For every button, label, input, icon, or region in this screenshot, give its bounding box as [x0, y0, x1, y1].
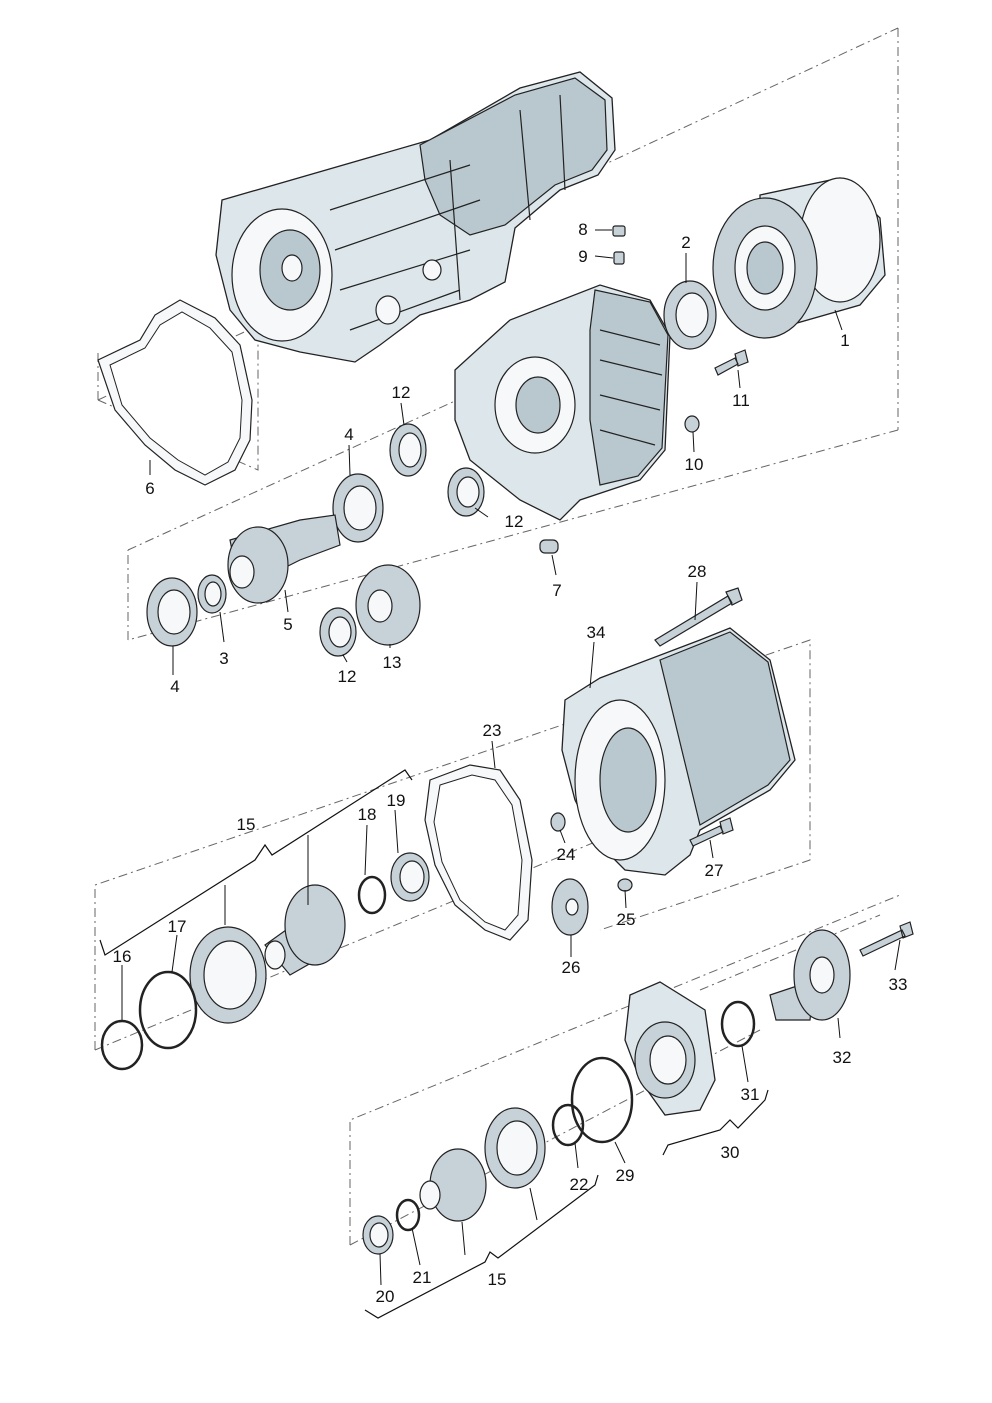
gear-shaft-15-mid — [264, 884, 346, 976]
callout-6: 6 — [145, 479, 154, 498]
bolt-28 — [654, 587, 743, 647]
callout-7: 7 — [552, 581, 561, 600]
callout-20: 20 — [376, 1287, 395, 1306]
snap-ring-21 — [395, 1198, 421, 1232]
callout-18: 18 — [358, 805, 377, 824]
callout-22: 22 — [570, 1175, 589, 1194]
sleeve-7 — [539, 539, 559, 554]
bracket-30 — [662, 1089, 769, 1156]
bearing-12-low — [319, 607, 357, 657]
callout-32: 32 — [833, 1048, 852, 1067]
bearing-4-lower — [146, 577, 198, 647]
callout-4-lower: 4 — [170, 677, 179, 696]
snap-ring-17 — [138, 970, 198, 1050]
bearing-12-top — [389, 423, 427, 477]
seal-2 — [663, 280, 717, 350]
callout-33: 33 — [889, 975, 908, 994]
cover-30 — [624, 981, 716, 1116]
bracket-15-mid — [99, 769, 413, 956]
callout-17: 17 — [168, 917, 187, 936]
callout-21: 21 — [413, 1268, 432, 1287]
transmission-assembly — [215, 71, 616, 363]
shaft-5 — [227, 514, 341, 604]
bearing-15-lower — [484, 1107, 546, 1189]
callout-31: 31 — [741, 1085, 760, 1104]
callout-5: 5 — [283, 615, 292, 634]
snap-ring-18 — [357, 875, 387, 915]
disc-26 — [551, 878, 589, 936]
bolt-11 — [714, 349, 749, 376]
callout-4-upper: 4 — [344, 425, 353, 444]
bearing-12-mid — [447, 467, 485, 517]
callout-26: 26 — [562, 958, 581, 977]
callout-30: 30 — [721, 1143, 740, 1162]
callout-27: 27 — [705, 861, 724, 880]
bracket-15-lower — [364, 1174, 599, 1319]
snap-ring-16 — [100, 1019, 144, 1071]
bolt-33 — [859, 921, 914, 957]
flange-32 — [769, 929, 851, 1021]
callout-16: 16 — [113, 947, 132, 966]
bolt-27 — [689, 817, 734, 847]
bearing-20 — [362, 1215, 394, 1255]
callout-15-lower: 15 — [488, 1270, 507, 1289]
bearing-4-upper — [332, 473, 384, 543]
gear-15-lower — [419, 1148, 487, 1222]
gear-13 — [355, 564, 421, 646]
leader-lines — [121, 229, 901, 1286]
callout-12-top: 12 — [392, 383, 411, 402]
callout-9: 9 — [578, 247, 587, 266]
axis-frame-lower — [699, 914, 881, 991]
callout-29: 29 — [616, 1166, 635, 1185]
callout-19: 19 — [387, 791, 406, 810]
callout-12-low: 12 — [338, 667, 357, 686]
o-ring-31 — [720, 1000, 756, 1048]
transfer-case-housing — [454, 284, 671, 521]
callout-24: 24 — [557, 845, 576, 864]
callout-12-mid: 12 — [505, 512, 524, 531]
screw-25 — [617, 878, 633, 892]
plug-24 — [550, 812, 566, 832]
o-ring-29 — [570, 1056, 634, 1144]
bearing-15-mid — [189, 926, 267, 1024]
callout-23: 23 — [483, 721, 502, 740]
callout-8: 8 — [578, 220, 587, 239]
callout-3: 3 — [219, 649, 228, 668]
plug-9 — [613, 251, 625, 265]
clutch-drum-1 — [712, 177, 886, 339]
callout-11: 11 — [732, 391, 750, 410]
ring-3 — [197, 574, 227, 614]
callout-13: 13 — [383, 653, 402, 672]
callout-2: 2 — [681, 233, 690, 252]
snap-ring-22 — [551, 1103, 585, 1147]
callout-10: 10 — [685, 455, 704, 474]
callout-28: 28 — [688, 562, 707, 581]
callout-34: 34 — [587, 623, 606, 642]
housing-34 — [561, 627, 796, 876]
axis-middle — [94, 639, 811, 1051]
callout-15-mid: 15 — [237, 815, 256, 834]
plug-8 — [612, 225, 626, 237]
callout-25: 25 — [617, 910, 636, 929]
callout-1: 1 — [840, 331, 849, 350]
bearing-19 — [390, 852, 430, 902]
sleeve-10 — [684, 415, 700, 433]
